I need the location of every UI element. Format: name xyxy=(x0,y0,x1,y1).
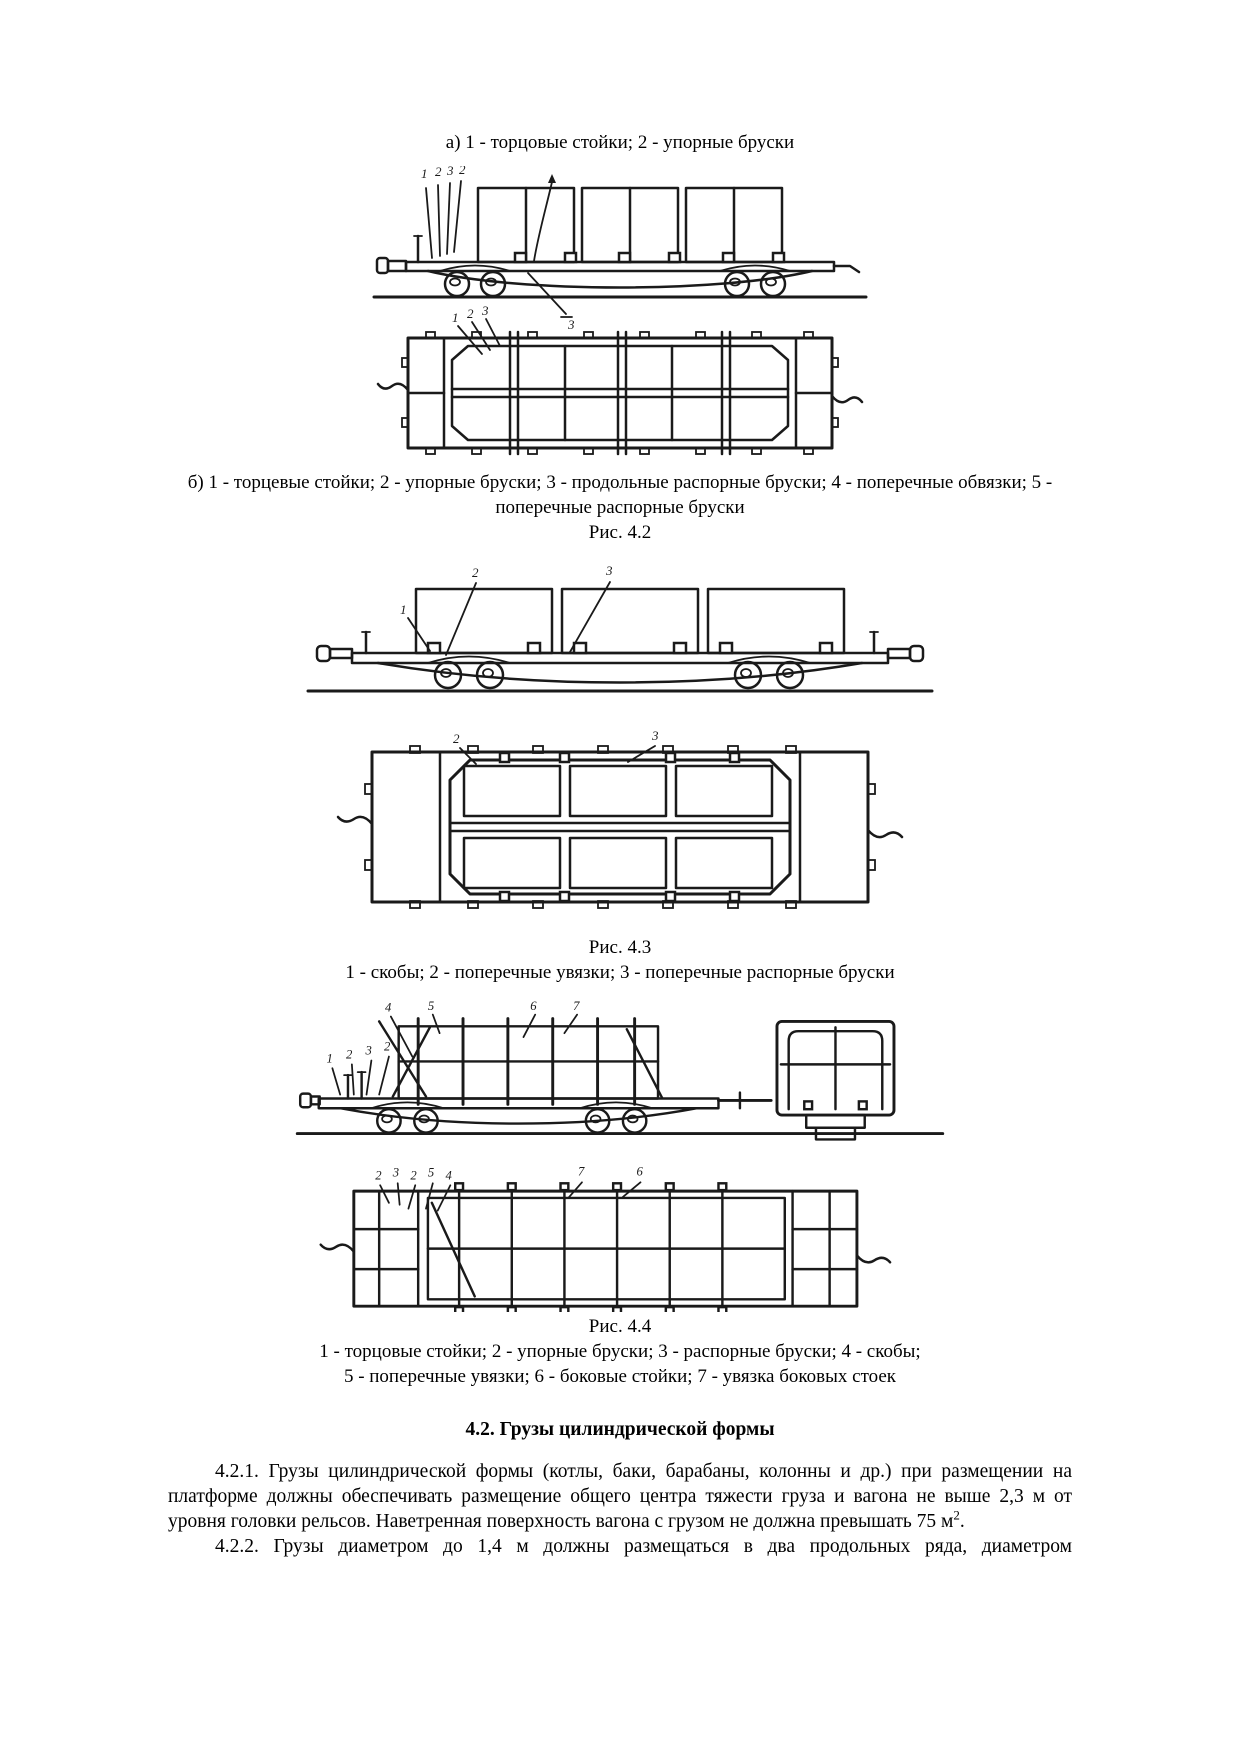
figure-4-3-top-view: 2 3 xyxy=(336,728,904,909)
figure-4-2-caption-b: б) 1 - торцевые стойки; 2 - упорные брус… xyxy=(185,470,1055,545)
callout-label: 6 xyxy=(530,1000,537,1013)
superscript-2: 2 xyxy=(953,1507,960,1523)
figure-4-4-caption-line2: 5 - поперечные увязки; 6 - боковые стойк… xyxy=(343,1366,897,1387)
body-text: 4.2.1. Грузы цилиндрической формы (котлы… xyxy=(168,1459,1072,1559)
figure-4-4-label: Рис. 4.4 xyxy=(588,1316,652,1337)
paragraph-4-2-1: 4.2.1. Грузы цилиндрической формы (котлы… xyxy=(168,1459,1072,1534)
figure-4-2: 1 2 3 2 xyxy=(360,166,880,466)
callout-label: 1 xyxy=(400,602,407,617)
callout-label: 3 xyxy=(605,563,613,578)
callout-label: 4 xyxy=(445,1168,452,1182)
figure-4-4-caption-line1: 1 - торцовые стойки; 2 - упорные бруски;… xyxy=(319,1341,921,1362)
figure-4-3-caption-text: 1 - скобы; 2 - поперечные увязки; 3 - по… xyxy=(345,962,895,983)
callout-label: 3 xyxy=(567,317,575,332)
callout-label: 3 xyxy=(392,1165,399,1179)
section-heading: 4.2. Грузы цилиндрической формы xyxy=(465,1419,775,1440)
figure-4-4-top-view: 2 3 2 5 4 7 6 xyxy=(319,1165,892,1312)
paragraph-4-2-1-period: . xyxy=(959,1511,965,1532)
callout-label: 3 xyxy=(651,728,659,743)
callout-label: 2 xyxy=(453,731,460,746)
figure-4-3-side-view: 1 2 3 xyxy=(306,563,934,693)
figure-4-2-drawing: 1 2 3 2 xyxy=(372,166,868,456)
callout-label: 2 xyxy=(435,166,442,179)
figure-4-4-caption: Рис. 4.4 1 - торцовые стойки; 2 - упорны… xyxy=(168,1314,1072,1389)
callout-label: 2 xyxy=(346,1048,353,1062)
callout-label: 2 xyxy=(384,1040,391,1054)
callout-label: 6 xyxy=(637,1165,644,1179)
callout-label: 7 xyxy=(573,1000,580,1013)
figure-4-2-caption-b-text: б) 1 - торцевые стойки; 2 - упорные брус… xyxy=(187,472,1053,518)
figure-4-2-label: Рис. 4.2 xyxy=(588,522,652,543)
callout-label: 5 xyxy=(428,1000,434,1013)
callout-label: 2 xyxy=(472,565,479,580)
paragraph-4-2-1-text: 4.2.1. Грузы цилиндрической формы (котлы… xyxy=(168,1461,1072,1532)
callout-label: 1 xyxy=(327,1051,333,1065)
callout-label: 2 xyxy=(375,1168,382,1182)
figure-4-2-caption-a: а) 1 - торцовые стойки; 2 - упорные брус… xyxy=(445,132,795,153)
figure-4-3-drawing: 1 2 3 xyxy=(306,563,934,909)
callout-label: 2 xyxy=(459,166,466,177)
figure-4-3: 1 2 3 xyxy=(290,552,950,924)
callout-label: 2 xyxy=(410,1168,417,1182)
figure-4-2-top-view: 1 2 3 xyxy=(376,303,864,456)
figure-4-2-side-view: 1 2 3 2 xyxy=(372,166,868,332)
figure-4-3-caption: Рис. 4.3 1 - скобы; 2 - поперечные увязк… xyxy=(168,935,1072,985)
callout-label: 2 xyxy=(467,306,474,321)
figure-4-4: 1 2 3 2 4 5 6 7 xyxy=(275,1000,965,1312)
figure-4-3-label: Рис. 4.3 xyxy=(588,937,652,958)
callout-label: 3 xyxy=(446,166,454,178)
callout-label: 5 xyxy=(428,1165,434,1179)
callout-label: 3 xyxy=(365,1044,372,1058)
figure-4-4-side-view: 1 2 3 2 4 5 6 7 xyxy=(295,1000,945,1141)
callout-label: 1 xyxy=(452,310,459,325)
callout-label: 1 xyxy=(421,166,428,181)
callout-label: 7 xyxy=(578,1165,585,1179)
figure-4-4-drawing: 1 2 3 2 4 5 6 7 xyxy=(295,1000,945,1312)
callout-label: 3 xyxy=(481,303,489,318)
callout-label: 4 xyxy=(385,1001,392,1015)
paragraph-4-2-2: 4.2.2. Грузы диаметром до 1,4 м должны р… xyxy=(215,1536,1072,1557)
